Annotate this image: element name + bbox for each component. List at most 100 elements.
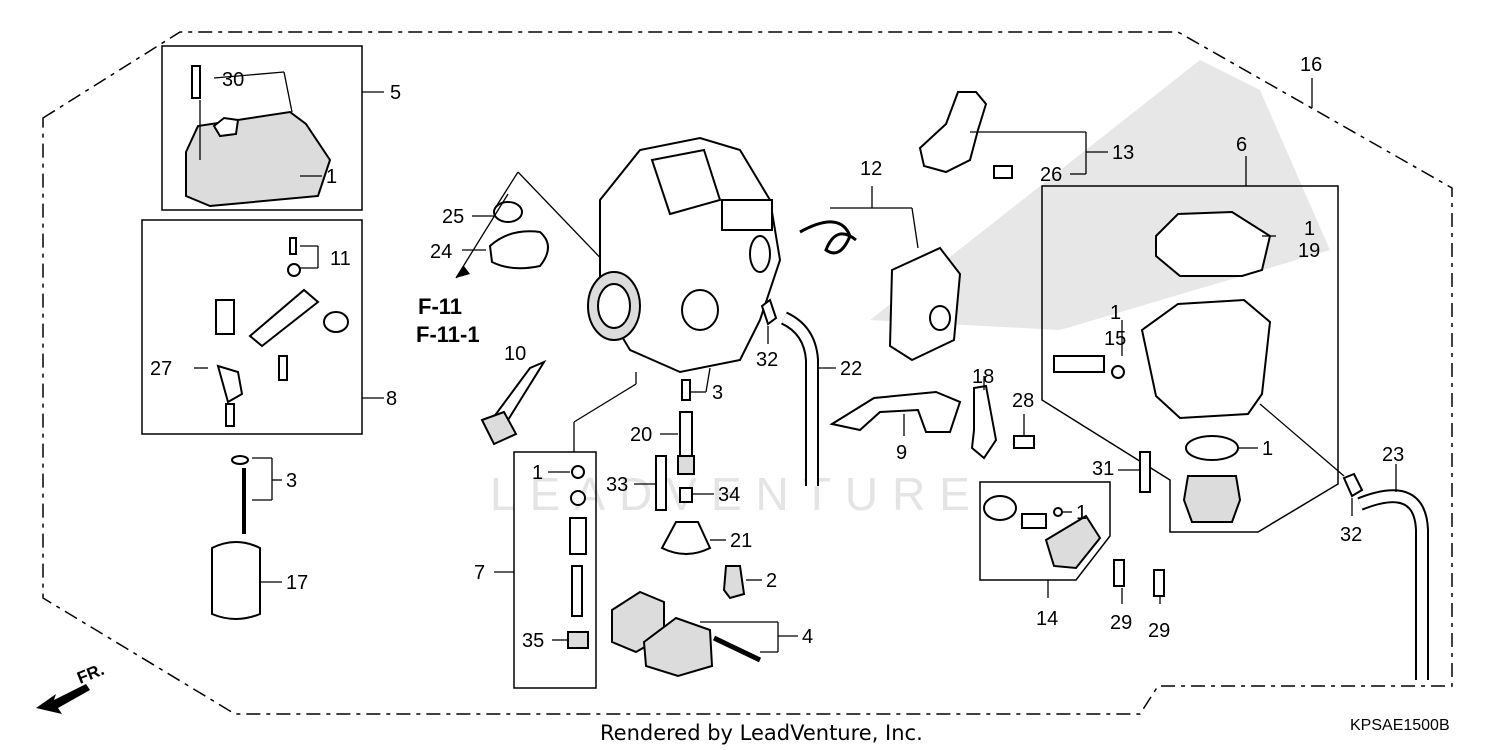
kit-cap-35[interactable] [567, 631, 589, 649]
callout-30[interactable]: 30 [222, 69, 244, 91]
callout-11[interactable]: 11 [330, 248, 351, 270]
float-pin[interactable] [712, 635, 762, 663]
top-cover[interactable] [185, 110, 332, 208]
bolt-29-a[interactable] [1113, 559, 1125, 587]
front-indicator: FR. [36, 660, 107, 714]
callout-1-cover[interactable]: 1 [326, 166, 337, 188]
clip-32-right[interactable] [1342, 472, 1364, 498]
callout-26[interactable]: 26 [1040, 164, 1062, 186]
callout-32-right[interactable]: 32 [1340, 524, 1362, 546]
clamp-25[interactable] [493, 201, 523, 223]
callout-32-mid[interactable]: 32 [756, 349, 778, 371]
linkage-lever[interactable] [216, 364, 244, 404]
main-jet-34[interactable] [679, 487, 693, 503]
callout-3-jet[interactable]: 3 [712, 382, 723, 404]
linkage-washer [323, 311, 349, 333]
callout-35[interactable]: 35 [522, 630, 544, 652]
oring-1-kit[interactable] [571, 465, 585, 479]
callout-5[interactable]: 5 [390, 82, 401, 104]
callout-29-b[interactable]: 29 [1148, 620, 1170, 642]
throttle-arm[interactable] [248, 288, 320, 348]
screw-11[interactable] [289, 237, 297, 255]
callout-28[interactable]: 28 [1012, 390, 1034, 412]
oring-15[interactable] [1111, 365, 1125, 379]
callout-2[interactable]: 2 [766, 570, 777, 592]
callout-31[interactable]: 31 [1092, 458, 1114, 480]
callout-1-gasket[interactable]: 1 [1304, 218, 1315, 240]
drain-tube-23[interactable] [1357, 489, 1429, 680]
cap-24[interactable] [488, 230, 549, 270]
piston-valve[interactable] [211, 541, 261, 620]
pump-cover-14[interactable] [1044, 514, 1102, 570]
slow-jet-33[interactable] [655, 455, 667, 511]
chamber-gasket-19[interactable] [1155, 210, 1272, 277]
throttle-drum-hole [929, 305, 951, 331]
drain-screw[interactable] [1053, 355, 1105, 373]
callout-23[interactable]: 23 [1382, 444, 1404, 466]
throttle-linkage-group [141, 219, 384, 435]
accelerator-pump-box [979, 481, 1111, 581]
bolt-28[interactable] [1013, 435, 1035, 449]
float-right[interactable] [642, 616, 714, 678]
oring-1-chamber[interactable] [1185, 435, 1239, 461]
ref-f11[interactable]: F-11 [418, 294, 462, 319]
float-valve-2[interactable] [722, 565, 746, 600]
throttle-drum[interactable] [888, 246, 962, 362]
callout-8[interactable]: 8 [386, 388, 397, 410]
pump-oring-1[interactable] [1053, 507, 1063, 517]
callout-3-needle[interactable]: 3 [286, 470, 297, 492]
cable-bracket-group [918, 91, 1108, 179]
callout-10[interactable]: 10 [504, 343, 526, 365]
callout-21[interactable]: 21 [730, 530, 752, 552]
callout-29-a[interactable]: 29 [1110, 612, 1132, 634]
float-chamber[interactable] [1140, 298, 1272, 420]
diagram-code: KPSAE1500B [1350, 717, 1450, 734]
choke-lever-9[interactable] [829, 390, 962, 433]
needle-jet-holder [677, 455, 695, 475]
stay-18[interactable] [970, 384, 998, 460]
callout-34[interactable]: 34 [718, 484, 740, 506]
choke-lever-group [829, 376, 1035, 460]
callout-17[interactable]: 17 [286, 572, 308, 594]
oring-kit-box [513, 451, 597, 689]
cable-bracket-13[interactable] [918, 91, 988, 174]
callout-24[interactable]: 24 [430, 241, 452, 263]
callout-1-kit[interactable]: 1 [532, 462, 543, 484]
callout-4[interactable]: 4 [802, 626, 813, 648]
bolt-31[interactable] [1139, 451, 1151, 493]
callout-22[interactable]: 22 [840, 358, 862, 380]
callout-16[interactable]: 16 [1300, 54, 1322, 76]
idle-screw-10[interactable] [480, 410, 518, 446]
callout-33[interactable]: 33 [606, 474, 628, 496]
screw-30[interactable] [191, 65, 201, 99]
callout-12[interactable]: 12 [860, 158, 882, 180]
callout-18[interactable]: 18 [972, 366, 994, 388]
bolt-29-b[interactable] [1153, 569, 1165, 597]
callout-20[interactable]: 20 [630, 424, 652, 446]
top-cover-box [161, 45, 363, 211]
ref-f11-1[interactable]: F-11-1 [416, 322, 480, 347]
callout-19[interactable]: 19 [1298, 240, 1320, 262]
callout-1-valve[interactable]: 1 [1076, 502, 1087, 524]
callout-15[interactable]: 15 [1104, 328, 1126, 350]
callout-25[interactable]: 25 [442, 206, 464, 228]
callout-7[interactable]: 7 [474, 562, 485, 584]
carburetor-body[interactable] [599, 136, 782, 374]
callout-13[interactable]: 13 [1112, 142, 1134, 164]
jet-holder-3[interactable] [681, 379, 691, 401]
callout-6[interactable]: 6 [1236, 134, 1247, 156]
throttle-return-spring[interactable] [799, 220, 857, 255]
screw-26[interactable] [993, 165, 1013, 179]
needle-jet-20[interactable] [679, 411, 693, 457]
pump-diaphragm [983, 495, 1017, 521]
callout-9[interactable]: 9 [896, 442, 907, 464]
callout-14[interactable]: 14 [1036, 608, 1058, 630]
callout-27[interactable]: 27 [150, 358, 172, 380]
float-chamber-box [1041, 185, 1339, 533]
clip-32-mid[interactable] [760, 298, 778, 326]
drain-plug[interactable] [1182, 475, 1242, 523]
valve-seat-21[interactable] [660, 521, 712, 555]
callout-1-bowl[interactable]: 1 [1110, 302, 1121, 324]
callout-1-oring[interactable]: 1 [1262, 438, 1273, 460]
